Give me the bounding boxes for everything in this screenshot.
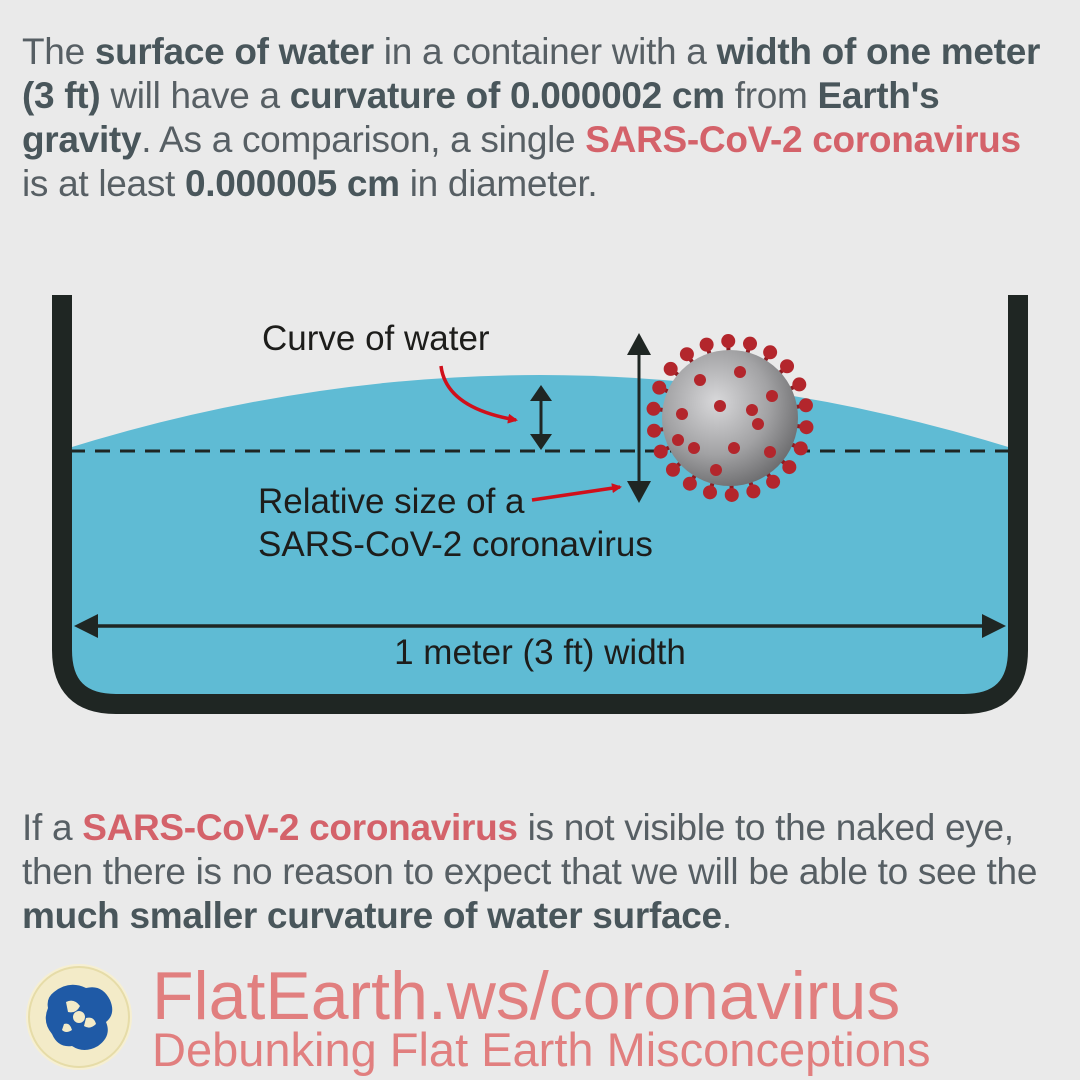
- virus-surface-spike: [766, 390, 778, 402]
- conclusion-paragraph: If a SARS-CoV-2 coronavirus is not visib…: [22, 807, 1038, 936]
- virus-spike: [652, 380, 667, 395]
- footer-tagline: Debunking Flat Earth Misconceptions: [152, 1023, 931, 1076]
- footer-url[interactable]: FlatEarth.ws/coronavirus: [152, 958, 901, 1034]
- virus-size-label-line2: SARS-CoV-2 coronavirus: [258, 525, 653, 564]
- virus-surface-spike: [734, 366, 746, 378]
- virus-spike: [702, 485, 717, 500]
- virus-spike: [721, 334, 736, 349]
- virus-spike: [724, 487, 739, 502]
- virus-spike: [780, 359, 795, 374]
- virus-spike: [663, 361, 678, 376]
- virus-spike: [699, 337, 714, 352]
- container: [52, 295, 1028, 714]
- virus-size-label-line1: Relative size of a: [258, 482, 525, 521]
- virus-surface-spike: [710, 464, 722, 476]
- virus-size-arrow: [627, 333, 651, 503]
- virus-spike: [798, 398, 813, 413]
- curvature-height-arrow: [530, 385, 552, 450]
- virus-surface-spike: [694, 374, 706, 386]
- virus-spike: [682, 476, 697, 491]
- virus-spike: [679, 347, 694, 362]
- virus-surface-spike: [728, 442, 740, 454]
- virus-surface-spike: [672, 434, 684, 446]
- virus-spike: [665, 462, 680, 477]
- virus-spike: [782, 460, 797, 475]
- virus-spike: [799, 420, 814, 435]
- curve-of-water-label: Curve of water: [262, 319, 490, 358]
- virus-spike: [763, 345, 778, 360]
- water-curvature-diagram: Curve of water Relative size of a SARS-C…: [52, 295, 1028, 714]
- virus-spike: [766, 474, 781, 489]
- virus-surface-spike: [764, 446, 776, 458]
- virus-spike: [746, 484, 761, 499]
- virus-spike: [743, 336, 758, 351]
- intro-paragraph: The surface of water in a container with…: [22, 31, 1041, 204]
- virus-spike: [653, 444, 668, 459]
- coronavirus-illustration: [646, 334, 814, 502]
- virus-pointer-arrow: [531, 483, 622, 502]
- globe-icon: [26, 964, 132, 1070]
- width-label: 1 meter (3 ft) width: [394, 633, 686, 672]
- virus-surface-spike: [752, 418, 764, 430]
- virus-surface-spike: [676, 408, 688, 420]
- virus-spike: [647, 423, 662, 438]
- width-arrow: [74, 614, 1006, 638]
- virus-surface-spike: [746, 404, 758, 416]
- virus-surface-spike: [688, 442, 700, 454]
- curve-pointer-arrow: [439, 365, 518, 424]
- virus-spike: [793, 441, 808, 456]
- virus-spike: [792, 377, 807, 392]
- virus-spike: [646, 401, 661, 416]
- virus-surface-spike: [714, 400, 726, 412]
